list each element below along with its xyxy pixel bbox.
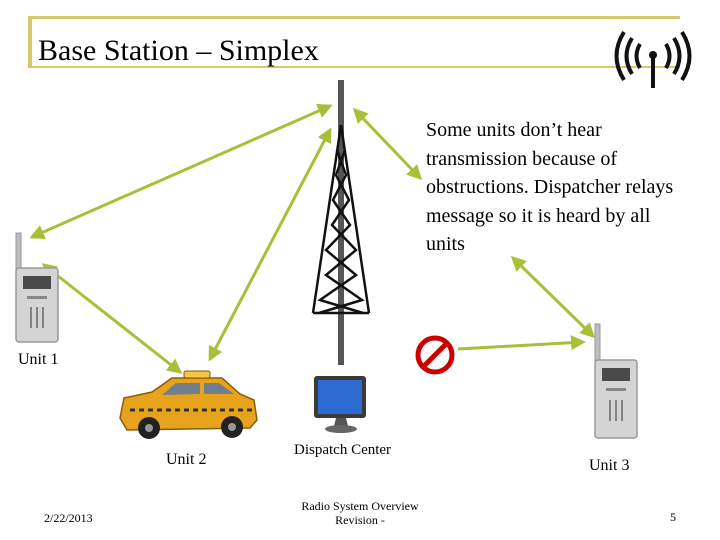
taxi-car-icon (119, 370, 258, 439)
computer-monitor-icon (314, 376, 366, 433)
page-number: 5 (670, 510, 676, 524)
frame-title-underline (28, 66, 680, 68)
no-entry-icon (415, 335, 455, 375)
frame-top-line (28, 16, 680, 19)
handheld-radio-icon-unit1 (15, 232, 59, 343)
slide-title: Base Station – Simplex (38, 34, 319, 67)
arrow-blocked-to-unit3 (457, 335, 586, 351)
arrow-tower-to-note (352, 107, 423, 181)
footer-title: Radio System Overview Revision - (270, 499, 450, 527)
footer-date: 2/22/2013 (44, 511, 93, 525)
radio-tower (311, 80, 371, 365)
unit1-label: Unit 1 (18, 351, 59, 368)
transmission-arrows (29, 103, 596, 374)
handheld-radio-icon-unit3 (594, 323, 638, 439)
radio-signal-icon (614, 30, 692, 88)
unit3-label: Unit 3 (589, 457, 630, 474)
frame-left-line (28, 16, 32, 68)
arrow-note-to-unit3 (510, 255, 596, 339)
dispatch-center-label: Dispatch Center (294, 442, 392, 458)
footer-title-line2: Revision - (335, 513, 385, 527)
arrow-unit1-to-taxi (41, 263, 183, 374)
unit2-label: Unit 2 (166, 451, 207, 468)
footer-title-line1: Radio System Overview (301, 499, 419, 513)
arrow-tower-to-taxi (208, 127, 332, 362)
note-text: Some units don’t hear transmission becau… (426, 119, 674, 255)
